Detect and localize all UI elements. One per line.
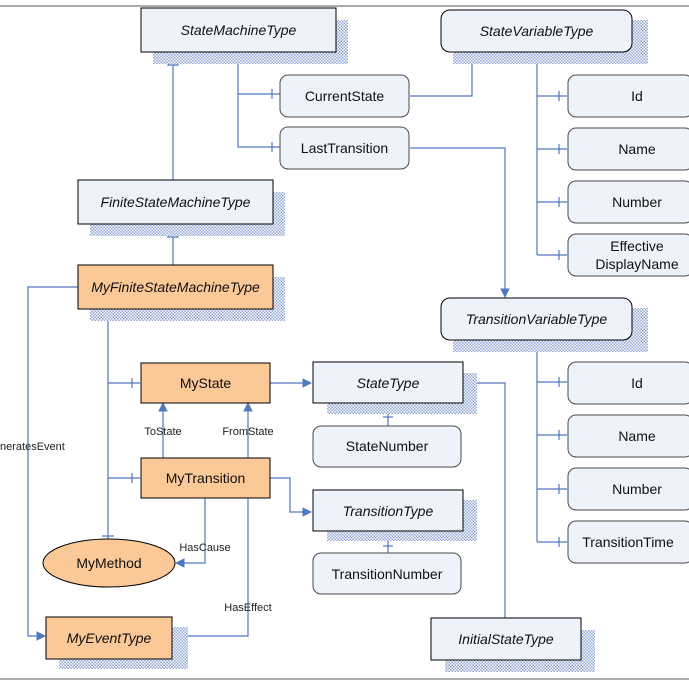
label-transition-number: TransitionNumber bbox=[332, 566, 443, 582]
node-my-finite-state-machine-type: MyFiniteStateMachineType bbox=[77, 264, 274, 310]
connector-myfinite-components bbox=[107, 308, 140, 540]
connector-currentstate-to-statevariabletype bbox=[410, 54, 477, 97]
label-tv-id: Id bbox=[631, 375, 643, 391]
node-current-state: CurrentState bbox=[279, 74, 410, 118]
label-state-machine-type: StateMachineType bbox=[181, 22, 297, 38]
node-state-type: StateType bbox=[312, 361, 464, 404]
connector-statevariable-props bbox=[536, 50, 567, 256]
label-state-number: StateNumber bbox=[346, 438, 429, 454]
connectors bbox=[27, 50, 567, 641]
label-state-type: StateType bbox=[357, 375, 420, 391]
node-state-variable-type: StateVariableType bbox=[440, 9, 633, 53]
label-sv-name: Name bbox=[618, 141, 656, 157]
connector-transitionvariable-props bbox=[536, 338, 567, 543]
ref-label-has-effect: HasEffect bbox=[224, 602, 272, 614]
node-sv-id: Id bbox=[567, 74, 689, 118]
node-sv-effective-display-name: Effective DisplayName bbox=[567, 233, 689, 277]
label-sv-effective-line2: DisplayName bbox=[595, 256, 678, 272]
node-tv-name: Name bbox=[567, 414, 689, 458]
label-my-event-type: MyEventType bbox=[67, 630, 152, 646]
label-sv-number: Number bbox=[612, 194, 662, 210]
label-current-state: CurrentState bbox=[305, 88, 385, 104]
label-sv-effective-line1: Effective bbox=[610, 238, 664, 254]
node-my-transition: MyTransition bbox=[140, 457, 271, 499]
node-state-number: StateNumber bbox=[312, 425, 462, 468]
label-my-state: MyState bbox=[180, 375, 232, 391]
connector-generates-event bbox=[27, 286, 78, 641]
connector-has-cause bbox=[175, 498, 206, 568]
label-my-finite-state-machine-type: MyFiniteStateMachineType bbox=[91, 279, 260, 295]
node-sv-number: Number bbox=[567, 180, 689, 224]
label-tv-name: Name bbox=[618, 428, 656, 444]
node-tv-id: Id bbox=[567, 361, 689, 405]
label-sv-id: Id bbox=[631, 88, 643, 104]
node-finite-state-machine-type: FiniteStateMachineType bbox=[77, 179, 274, 225]
connector-statemachine-components bbox=[237, 50, 280, 148]
connector-mytransition-to-transitiontype bbox=[270, 477, 312, 517]
ref-label-to-state: ToState bbox=[144, 426, 181, 438]
node-transition-type: TransitionType bbox=[312, 489, 464, 532]
node-my-method: MyMethod bbox=[42, 538, 176, 588]
label-my-method: MyMethod bbox=[76, 555, 141, 571]
label-state-variable-type: StateVariableType bbox=[480, 23, 594, 39]
node-initial-state-type: InitialStateType bbox=[430, 617, 582, 661]
label-tv-number: Number bbox=[612, 481, 662, 497]
node-last-transition: LastTransition bbox=[279, 126, 410, 170]
connector-lasttransition-to-transitionvariabletype bbox=[410, 147, 510, 298]
label-transition-variable-type: TransitionVariableType bbox=[466, 311, 608, 327]
node-my-event-type: MyEventType bbox=[45, 616, 173, 660]
label-finite-state-machine-type: FiniteStateMachineType bbox=[101, 194, 251, 210]
connector-has-effect bbox=[171, 498, 249, 641]
node-tv-number: Number bbox=[567, 467, 689, 511]
node-sv-name: Name bbox=[567, 127, 689, 171]
ref-label-has-cause: HasCause bbox=[179, 542, 230, 554]
ref-label-generates-event: neratesEvent bbox=[0, 441, 65, 453]
node-tv-transition-time: TransitionTime bbox=[567, 520, 689, 564]
node-state-machine-type: StateMachineType bbox=[140, 7, 337, 53]
ref-label-from-state: FromState bbox=[222, 426, 273, 438]
label-initial-state-type: InitialStateType bbox=[458, 631, 554, 647]
label-my-transition: MyTransition bbox=[166, 470, 246, 486]
label-last-transition: LastTransition bbox=[301, 140, 388, 156]
label-transition-type: TransitionType bbox=[343, 503, 434, 519]
label-tv-transition-time: TransitionTime bbox=[582, 534, 674, 550]
node-transition-variable-type: TransitionVariableType bbox=[440, 297, 633, 341]
node-transition-number: TransitionNumber bbox=[312, 552, 462, 595]
node-my-state: MyState bbox=[140, 362, 271, 404]
